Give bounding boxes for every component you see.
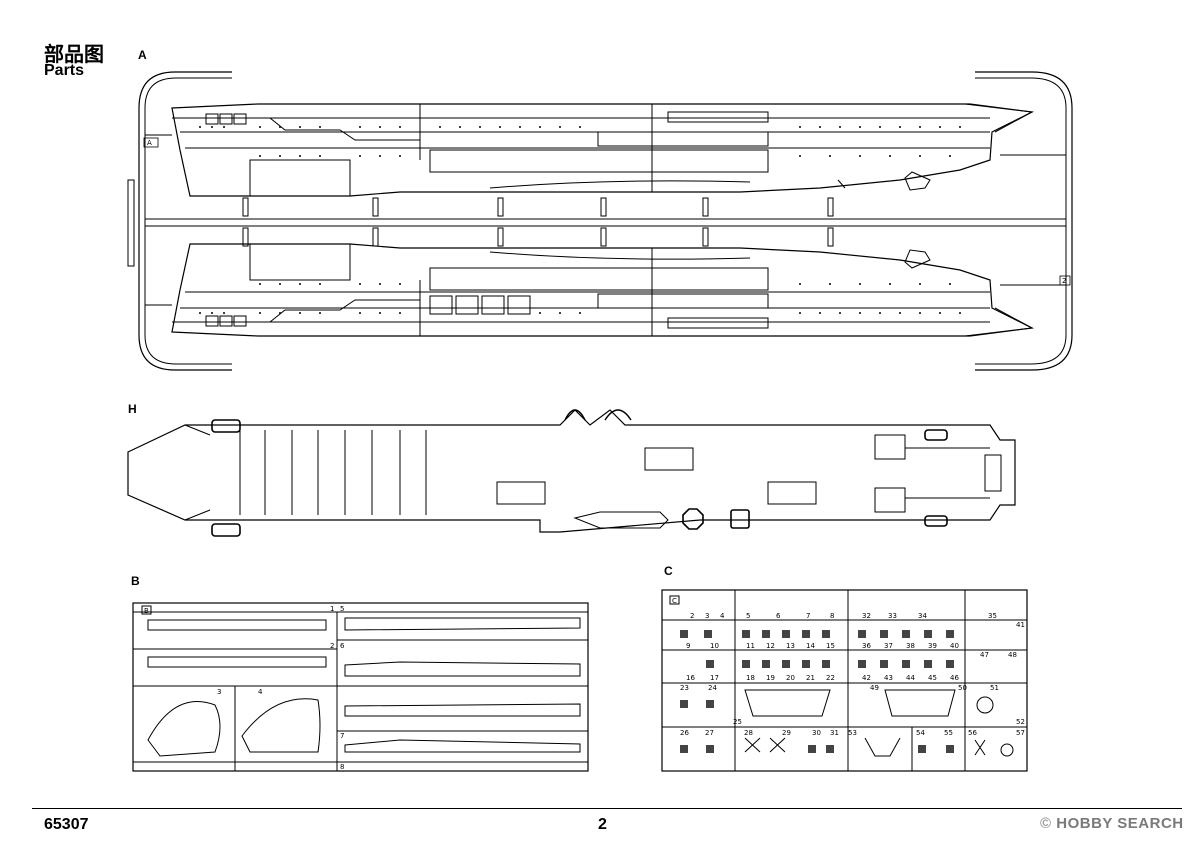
part-number: 42	[862, 674, 871, 682]
watermark-brand: HOBBY SEARCH	[1056, 815, 1184, 832]
sprue-h-letter: H	[128, 402, 137, 416]
part-number: 13	[786, 642, 795, 650]
part-number: 39	[928, 642, 937, 650]
hull-half-lower	[171, 243, 1035, 337]
part-number: 22	[826, 674, 835, 682]
porthole-dots	[199, 126, 961, 314]
part-number: 19	[766, 674, 775, 682]
sprue-a-frame	[127, 71, 1073, 371]
part-number: 28	[744, 729, 753, 737]
part-number: 26	[680, 729, 689, 737]
part-number: 15	[826, 642, 835, 650]
part-number: 24	[708, 684, 717, 692]
part-number: 33	[888, 612, 897, 620]
part-number: 6	[340, 642, 345, 650]
part-number: 31	[830, 729, 839, 737]
part-number: 38	[906, 642, 915, 650]
part-number: 56	[968, 729, 977, 737]
part-number: 7	[340, 732, 344, 740]
part-number: 43	[884, 674, 893, 682]
part-number: 54	[916, 729, 925, 737]
sprue-c-small-parts	[680, 630, 954, 753]
page-title-english: Parts	[44, 62, 85, 79]
part-number: 52	[1016, 718, 1025, 726]
part-number: 8	[340, 763, 344, 771]
part-number: 44	[906, 674, 915, 682]
part-number: 35	[988, 612, 997, 620]
hull-half-upper	[171, 103, 1035, 197]
part-number: 8	[830, 612, 834, 620]
part-number: 48	[1008, 651, 1017, 659]
part-number: 51	[990, 684, 999, 692]
part-number: 27	[705, 729, 714, 737]
sprue-a-letter: A	[138, 48, 147, 62]
page-title-chinese: 部品图	[44, 42, 104, 66]
part-number: 5	[746, 612, 750, 620]
footer-divider	[32, 808, 1182, 809]
part-number: 47	[980, 651, 989, 659]
part-number: 29	[782, 729, 791, 737]
part-number: 2	[330, 642, 334, 650]
sprue-a-marker: 2	[1062, 277, 1066, 285]
watermark-mark: ©	[1040, 815, 1052, 832]
part-number: 3	[705, 612, 709, 620]
part-number: 3	[217, 688, 221, 696]
part-number: 41	[1016, 621, 1025, 629]
sprue-a-gates	[242, 197, 834, 247]
part-number: 16	[686, 674, 695, 682]
sprue-c-part-numbers: 2 3 4 5 6 7 8 32 33 34 35 41 36 37 38 39…	[680, 612, 1025, 737]
part-number: 12	[766, 642, 775, 650]
sprue-c-frame	[661, 589, 1028, 772]
part-number: 37	[884, 642, 893, 650]
part-number: 4	[720, 612, 725, 620]
part-number: 34	[918, 612, 927, 620]
part-number: 46	[950, 674, 959, 682]
part-number: 53	[848, 729, 857, 737]
part-number: 40	[950, 642, 959, 650]
sprue-b-part-numbers: 1 5 2 6 3 4 7 8	[217, 605, 345, 771]
part-number: 7	[806, 612, 810, 620]
sprue-b-frame	[132, 602, 589, 772]
part-number: 21	[806, 674, 815, 682]
part-number: 10	[710, 642, 719, 650]
part-number: 14	[806, 642, 815, 650]
part-number: 18	[746, 674, 755, 682]
part-number: 1	[330, 605, 334, 613]
watermark: © HOBBY SEARCH	[1040, 815, 1184, 832]
part-number: 2	[690, 612, 694, 620]
part-number: 17	[710, 674, 719, 682]
part-number: 49	[870, 684, 879, 692]
page-number: 2	[598, 816, 607, 833]
part-number: 50	[958, 684, 967, 692]
flight-deck	[127, 409, 1016, 537]
part-number: 32	[862, 612, 871, 620]
part-number: 5	[340, 605, 344, 613]
sprue-b-tag: B	[144, 607, 149, 615]
sprue-b-letter: B	[131, 574, 140, 588]
part-number: 9	[686, 642, 690, 650]
part-number: 30	[812, 729, 821, 737]
part-number: 23	[680, 684, 689, 692]
product-code: 65307	[44, 816, 89, 833]
part-number: 6	[776, 612, 781, 620]
sprue-c-tag: C	[672, 597, 677, 605]
part-number: 20	[786, 674, 795, 682]
part-number: 55	[944, 729, 953, 737]
part-number: 4	[258, 688, 263, 696]
part-number: 11	[746, 642, 755, 650]
part-number: 25	[733, 718, 742, 726]
sprue-c-letter: C	[664, 564, 673, 578]
part-number: 57	[1016, 729, 1025, 737]
part-number: 36	[862, 642, 871, 650]
part-number: 45	[928, 674, 937, 682]
sprue-a-tag: A	[147, 139, 152, 147]
